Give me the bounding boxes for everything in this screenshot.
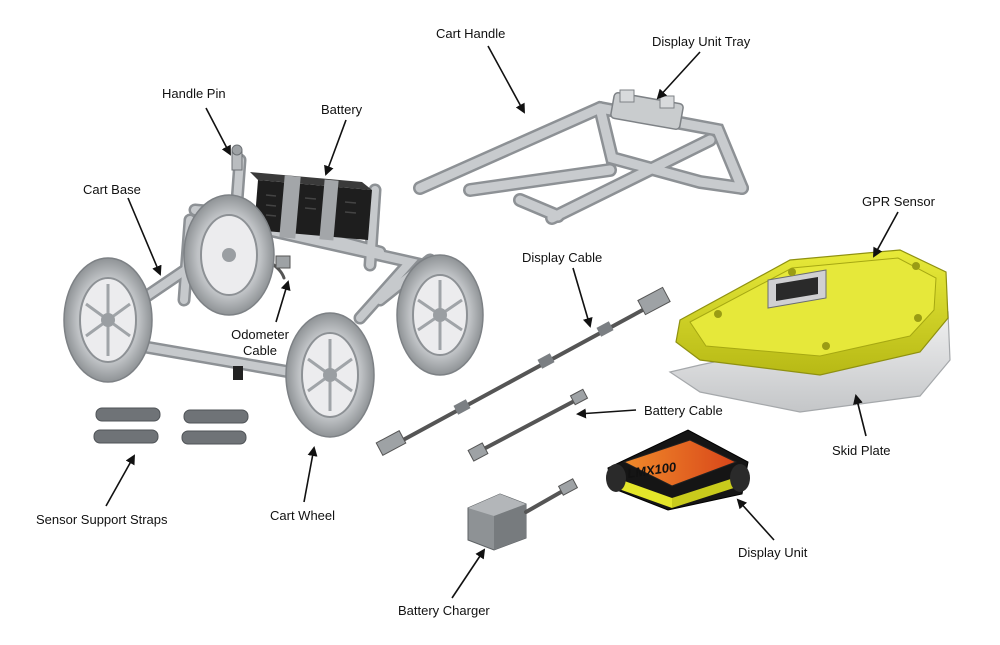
label-gpr-sensor: GPR Sensor: [862, 194, 935, 209]
label-sensor-support-straps: Sensor Support Straps: [36, 512, 168, 527]
label-display-cable: Display Cable: [522, 250, 603, 265]
arrow-display-unit: [736, 498, 775, 541]
arrow-skid-plate: [853, 394, 867, 437]
arrow-odometer-cable: [275, 280, 291, 323]
label-odometer-cable-line2: Cable: [243, 343, 277, 358]
arrow-cart-wheel: [303, 446, 318, 503]
arrow-cart-base: [127, 197, 162, 276]
arrow-cart-handle: [487, 45, 525, 114]
arrow-display-cable: [572, 267, 593, 328]
cart-wheel: [183, 194, 275, 316]
battery-cable: [467, 388, 589, 462]
label-cart-base: Cart Base: [83, 182, 141, 197]
label-display-unit: Display Unit: [738, 545, 808, 560]
label-odometer-cable-line1: Odometer: [231, 327, 289, 342]
label-odometer-cable: Odometer Cable: [228, 327, 292, 359]
arrow-handle-pin: [205, 107, 231, 156]
arrow-display-unit-tray: [656, 51, 701, 100]
label-battery-cable: Battery Cable: [644, 403, 723, 418]
cart-wheels: [63, 194, 484, 438]
cart-wheel: [285, 312, 375, 438]
label-battery: Battery: [321, 102, 363, 117]
arrow-battery-cable: [576, 408, 637, 419]
battery: [250, 172, 372, 241]
battery-charger: [467, 478, 579, 551]
label-cart-handle: Cart Handle: [436, 26, 506, 41]
label-display-unit-tray: Display Unit Tray: [652, 34, 751, 49]
label-battery-charger: Battery Charger: [398, 603, 490, 618]
label-handle-pin: Handle Pin: [162, 86, 226, 101]
leader-arrows: [105, 45, 899, 599]
display-unit-tray: [610, 89, 684, 130]
label-skid-plate: Skid Plate: [832, 443, 891, 458]
gpr-sensor: [668, 249, 951, 413]
display-model-text: LMX100: [626, 459, 678, 481]
display-unit: LMX100: [606, 429, 750, 511]
cart-wheel: [63, 257, 153, 383]
arrow-battery-charger: [451, 548, 486, 599]
arrow-battery: [324, 119, 347, 176]
arrow-sensor-support-straps: [105, 454, 135, 507]
handle-pin: [231, 144, 243, 171]
sensor-support-straps: [93, 407, 249, 445]
display-cable: [375, 286, 671, 456]
cart-wheel: [396, 254, 484, 376]
arrow-gpr-sensor: [873, 211, 899, 258]
cart-handle: [413, 89, 749, 225]
label-cart-wheel: Cart Wheel: [270, 508, 336, 523]
